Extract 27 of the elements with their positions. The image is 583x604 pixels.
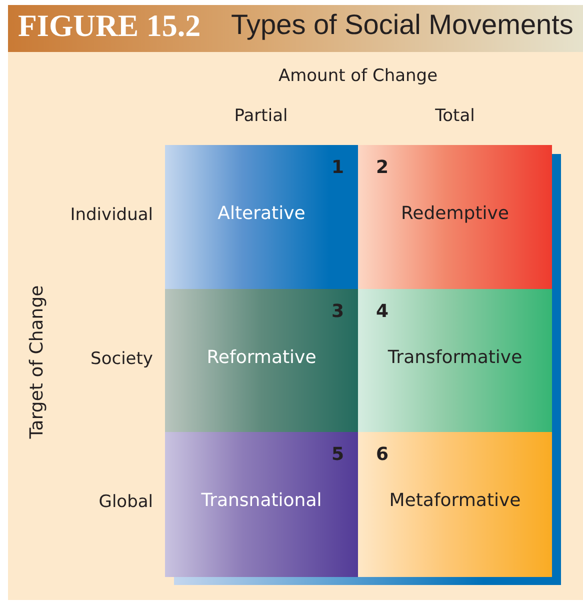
axis-title: Amount of Change — [278, 66, 438, 86]
cell-number: 3 — [331, 300, 344, 322]
movement-type: Transnational — [200, 490, 323, 512]
cell-number: 5 — [331, 444, 344, 466]
quadrant-cell — [165, 145, 358, 290]
figure-title: Types of Social Movements — [231, 9, 574, 41]
cell-number: 4 — [376, 300, 389, 322]
movement-type: Reformative — [206, 346, 318, 368]
column-header: Total — [435, 106, 475, 126]
column-header: Partial — [234, 106, 288, 126]
movement-type: Transformative — [386, 346, 524, 368]
figure-number: FIGURE 15.2 — [18, 8, 201, 44]
axis-title: Target of Change — [26, 285, 48, 439]
row-header: Society — [90, 348, 153, 369]
cell-number: 1 — [331, 157, 344, 178]
movement-type: Redemptive — [400, 203, 510, 224]
cell-number: 6 — [376, 444, 389, 466]
row-header: Individual — [70, 205, 153, 225]
quadrant-cell — [358, 432, 552, 577]
quadrant-cell — [358, 288, 552, 433]
movement-type: Metaformative — [388, 490, 522, 512]
row-header: Global — [98, 492, 153, 512]
quadrant-cell — [358, 145, 552, 290]
cell-number: 2 — [376, 157, 389, 178]
quadrant-cell — [165, 432, 358, 577]
movement-type: Alterative — [216, 203, 306, 224]
quadrant-cell — [165, 288, 358, 433]
